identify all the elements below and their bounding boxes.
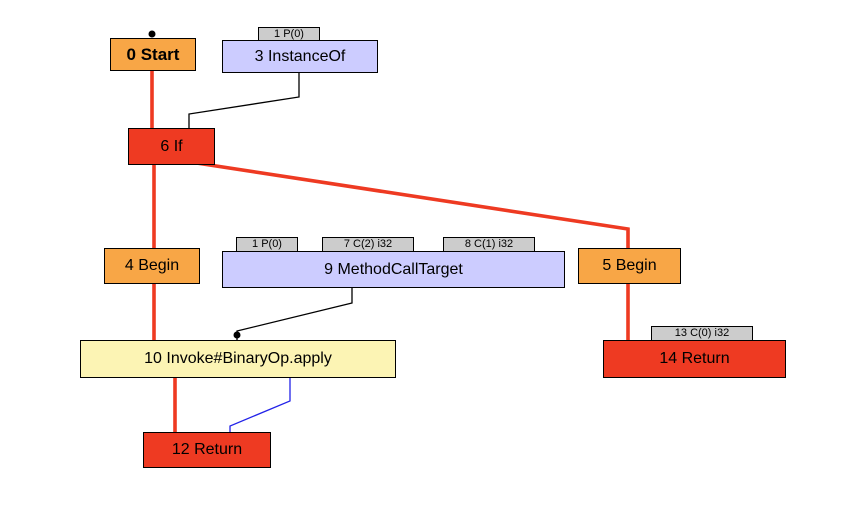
- node-begin-5[interactable]: 5 Begin: [578, 248, 681, 284]
- start-marker-dot: [148, 30, 156, 38]
- invoke-marker-dot: [233, 331, 241, 339]
- edge-instanceof-to-if: [188, 73, 300, 129]
- port-mct-c2[interactable]: 7 C(2) i32: [322, 237, 414, 252]
- edge-mct-to-invoke: [236, 287, 353, 341]
- node-method-call-target[interactable]: 9 MethodCallTarget: [222, 251, 565, 288]
- edge-invoke-value-to-return12: [229, 377, 291, 434]
- node-invoke[interactable]: 10 Invoke#BinaryOp.apply: [80, 340, 396, 378]
- node-if[interactable]: 6 If: [128, 128, 215, 165]
- node-start[interactable]: 0 Start: [110, 38, 196, 71]
- port-mct-c1[interactable]: 8 C(1) i32: [443, 237, 535, 252]
- port-mct-p0[interactable]: 1 P(0): [236, 237, 298, 252]
- edge-if-to-begin5: [189, 160, 630, 252]
- node-return-14[interactable]: 14 Return: [603, 340, 786, 378]
- port-return14-c0[interactable]: 13 C(0) i32: [651, 326, 753, 341]
- node-return-12[interactable]: 12 Return: [143, 432, 271, 468]
- node-instanceof[interactable]: 3 InstanceOf: [222, 40, 378, 73]
- node-begin-4[interactable]: 4 Begin: [104, 248, 200, 284]
